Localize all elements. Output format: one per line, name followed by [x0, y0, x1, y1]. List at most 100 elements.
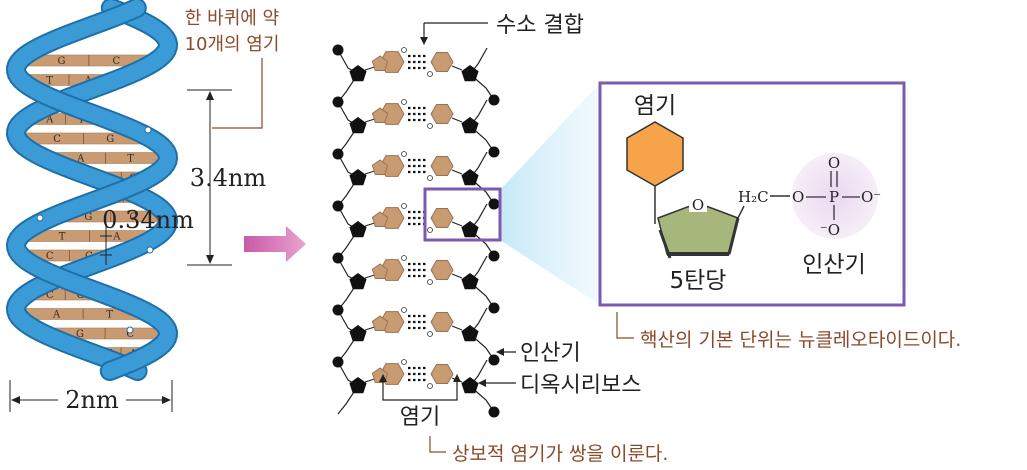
phosphate-dot: [488, 302, 500, 314]
base-letter: A: [45, 115, 54, 126]
pyrimidine-ring: [430, 156, 454, 176]
phosphate-label: 인산기: [520, 341, 581, 366]
phosphate-dot: [332, 148, 344, 160]
deoxyribose-pentagon: [349, 169, 367, 186]
base-letter: T: [106, 310, 113, 321]
base-letter: C: [129, 212, 137, 223]
pairing-note: 상보적 염기가 쌍을 이룬다.: [452, 443, 668, 465]
base-letter: C: [46, 290, 54, 301]
base-letter: T: [127, 154, 134, 165]
phosphate-dot: [332, 200, 344, 212]
inset-base-label: 염기: [634, 93, 676, 119]
pyrimidine-ring: [430, 52, 454, 72]
hydrogen-bond-label: 수소 결합: [496, 13, 584, 38]
phosphate-dot: [488, 94, 500, 106]
pyrimidine-ring: [430, 104, 454, 124]
base-bracket: [379, 374, 461, 401]
base-letter: G: [76, 329, 84, 340]
ring-oxygen: O: [692, 196, 704, 214]
pyrimidine-ring: [430, 208, 454, 228]
deoxyribose-pentagon: [461, 169, 479, 186]
phosphate-dot: [332, 356, 344, 368]
deoxyribose-pentagon: [349, 117, 367, 134]
base-letter: T: [46, 76, 53, 87]
deoxyribose-pentagon: [461, 65, 479, 82]
transition-arrow: [244, 226, 306, 262]
phosphate-dot: [332, 44, 344, 56]
turn-note-line1: 한 바퀴에 약: [185, 8, 279, 29]
nucleotide-inset: 염기 O H₂C O P O⁻ O ⁻O 5탄당 인산기: [598, 81, 906, 307]
rise-dimension: [100, 226, 112, 265]
phosphate-dot: [488, 406, 500, 418]
deoxyribose-pentagon: [461, 377, 479, 394]
phosphate-dot: [332, 304, 344, 316]
ladder-base-label: 염기: [400, 405, 440, 430]
ladder-row: [332, 44, 500, 106]
helix-dot: [144, 126, 152, 134]
helix-strands: [5, 0, 179, 381]
phosphate-dot: [488, 354, 500, 366]
base-letter: C: [53, 134, 61, 145]
ladder-row: [332, 304, 500, 366]
h2c-label: H₂C: [738, 188, 769, 206]
phosphate-dot: [332, 252, 344, 264]
deoxyribose-pentagon: [349, 273, 367, 290]
zoom-highlight-box: [423, 187, 502, 242]
deoxyribose-label: 디옥시리보스: [520, 373, 641, 398]
base-letter: T: [59, 232, 66, 243]
helix-dot: [126, 326, 134, 334]
phosphate-o-top: O: [828, 154, 840, 172]
base-letter: C: [126, 329, 134, 340]
phosphate-glow: [792, 153, 878, 239]
ladder-row: [332, 356, 500, 418]
deoxyribose-pentagon: [461, 117, 479, 134]
ladder-row: [332, 252, 500, 314]
phosphate-dot: [488, 146, 500, 158]
deoxyribose-pentagon: [349, 325, 367, 342]
base-letter: C: [46, 251, 54, 262]
helix-dot: [36, 214, 44, 222]
base-letter: C: [112, 56, 120, 67]
pyrimidine-ring: [430, 364, 454, 384]
pyrimidine-ring: [430, 260, 454, 280]
ladder-row: [332, 148, 500, 210]
base-letter: A: [76, 154, 85, 165]
base-letter: G: [84, 212, 92, 223]
base-letter: G: [58, 56, 66, 67]
phosphate-dot: [488, 250, 500, 262]
width-label: 2nm: [65, 386, 119, 414]
ladder-row: [332, 96, 500, 158]
ladder-row: [332, 200, 500, 262]
rise-label: 0.34nm: [102, 206, 194, 234]
deoxyribose-pentagon: [461, 221, 479, 238]
phosphate-o-left: O: [792, 188, 804, 206]
pyrimidine-ring: [430, 312, 454, 332]
inset-phosphate-label: 인산기: [802, 252, 865, 278]
inset-sugar-label: 5탄당: [670, 268, 727, 294]
helix-dot: [146, 246, 154, 254]
width-dimension: [9, 380, 173, 412]
phosphate-dot: [488, 198, 500, 210]
pitch-dimension: [187, 89, 232, 266]
phosphate-dot: [332, 96, 344, 108]
deoxyribose-pentagon: [349, 221, 367, 238]
pitch-label: 3.4nm: [190, 164, 267, 192]
deoxyribose-pentagon: [349, 65, 367, 82]
turn-note-leader: [212, 58, 263, 129]
phosphate-o-bottom: ⁻O: [820, 221, 840, 239]
deoxyribose-pentagon: [461, 273, 479, 290]
base-letter: A: [52, 310, 61, 321]
strand-b: [7, 0, 177, 379]
base-letter: A: [112, 232, 121, 243]
base-letter: G: [106, 134, 114, 145]
zoom-wedge: [500, 83, 600, 305]
deoxyribose-pentagon: [461, 325, 479, 342]
nucleotide-ladder: [332, 44, 500, 418]
deoxyribose-pentagon: [349, 377, 367, 394]
inset-caption: 핵산의 기본 단위는 뉴클레오타이드이다.: [640, 329, 961, 351]
turn-note-line2: 10개의 염기: [185, 34, 280, 55]
phosphate-o-right: O⁻: [861, 188, 881, 206]
phosphorus: P: [829, 188, 839, 206]
